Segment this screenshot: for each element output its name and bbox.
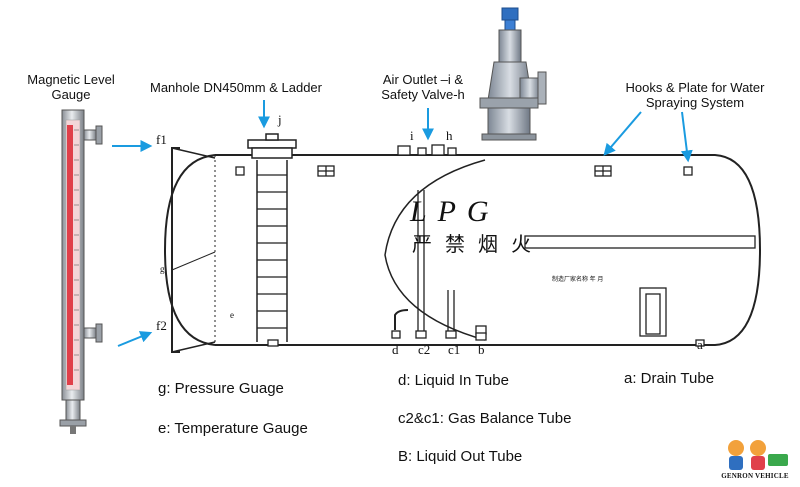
bottom-nozzles: [267, 330, 705, 347]
tank-nameplate-text: 制造厂家名称 年 月: [552, 277, 604, 283]
tag-c1: c1: [448, 342, 461, 357]
top-nozzles: [235, 144, 693, 177]
tank-lpg-text: L P G: [410, 195, 491, 228]
tag-c2: c2: [418, 342, 431, 357]
legend-a: a: Drain Tube: [624, 370, 715, 387]
callout-air-outlet-safety-valve: Air Outlet –i & Safety Valve-h: [381, 72, 465, 102]
tag-e: e: [230, 310, 234, 320]
tag-g: g: [160, 264, 165, 274]
manhole-and-ladder: [247, 133, 297, 342]
safety-valve-icon: [479, 7, 547, 141]
logo-icon: [728, 440, 788, 470]
legend-g: g: Pressure Guage: [158, 380, 284, 397]
tag-d: d: [392, 342, 399, 357]
tag-b: b: [478, 342, 485, 357]
tank-warning-text: 严 禁 烟 火: [412, 234, 535, 256]
tag-a: a: [697, 337, 703, 352]
callout-arrows: [112, 100, 693, 347]
legend-d: d: Liquid In Tube: [398, 372, 509, 389]
logo: GENRON VEHICLE: [718, 434, 792, 484]
legend-c: c2&c1: Gas Balance Tube: [398, 410, 572, 427]
callout-hooks-plate: Hooks & Plate for Water Spraying System: [625, 80, 765, 110]
callout-manhole-ladder: Manhole DN450mm & Ladder: [150, 80, 322, 95]
internal-pipes: [394, 190, 756, 337]
legend-b: B: Liquid Out Tube: [398, 448, 523, 465]
tank-body: [163, 147, 762, 353]
magnetic-level-gauge: [59, 109, 103, 434]
tag-j: j: [278, 112, 282, 127]
tag-f1: f1: [156, 132, 167, 147]
tag-i: i: [410, 128, 414, 143]
logo-text: GENRON VEHICLE: [721, 472, 789, 480]
callout-magnetic-level-gauge: Magnetic Level Gauge: [27, 72, 115, 102]
tag-h: h: [446, 128, 453, 143]
legend-e: e: Temperature Gauge: [158, 420, 308, 437]
tag-f2: f2: [156, 318, 167, 333]
